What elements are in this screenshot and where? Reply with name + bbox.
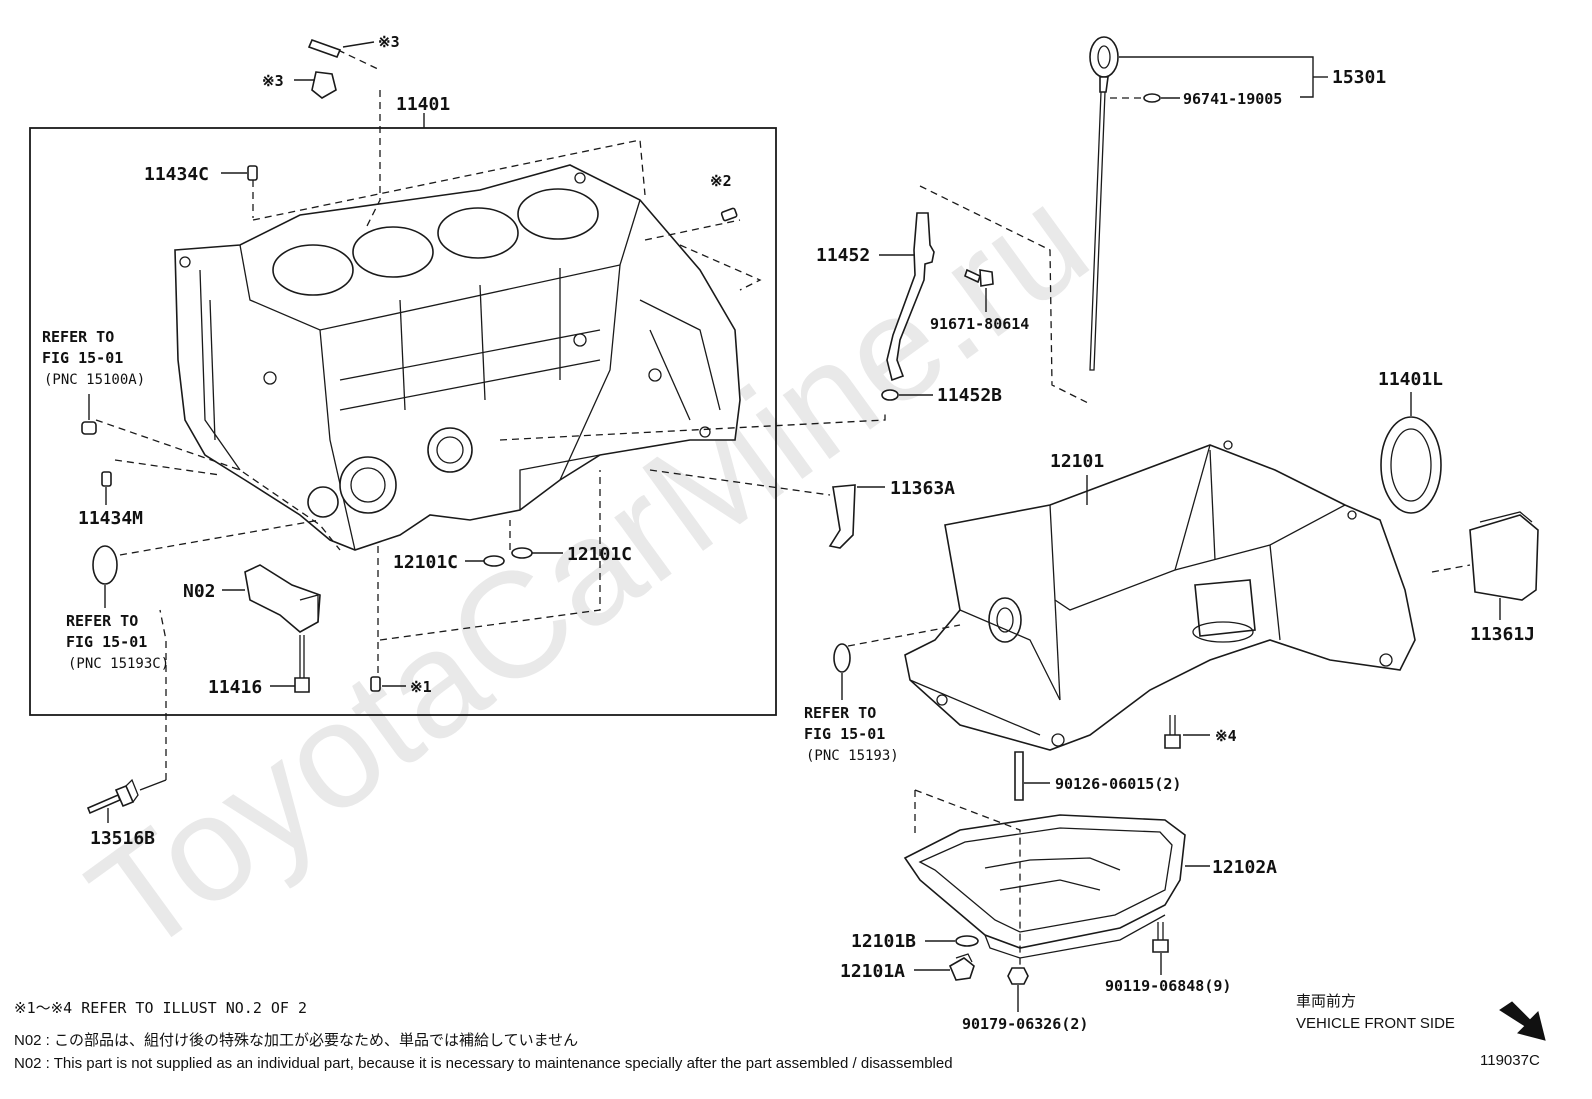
refer-15193-line1: REFER TO [804, 704, 876, 722]
label-note-2: ※2 [710, 172, 732, 190]
label-12101B: 12101B [851, 931, 916, 952]
refer-15100A-line3: (PNC 15100A) [44, 372, 145, 388]
oil-level-gauge-guide-11452 [879, 185, 1089, 404]
oil-seal-11401L [1380, 392, 1442, 514]
note-n02-english: N02 : This part is not supplied as an in… [14, 1055, 953, 1072]
label-12101: 12101 [1050, 451, 1104, 472]
label-12101A: 12101A [840, 961, 905, 982]
nut-90179 [1007, 967, 1029, 1012]
label-note-4: ※4 [1215, 727, 1237, 745]
direction-japanese: 車両前方 [1296, 993, 1356, 1010]
bolt-4 [1164, 715, 1210, 749]
pin-2 [720, 207, 738, 222]
pin-1 [370, 676, 406, 692]
gasket-ring-refer-15193 [833, 643, 851, 700]
refer-15193C-line1: REFER TO [66, 612, 138, 630]
label-90126-06015: 90126-06015(2) [1055, 775, 1181, 793]
label-15301: 15301 [1332, 67, 1386, 88]
label-11434C: 11434C [144, 164, 209, 185]
bolt-91671 [964, 268, 994, 312]
label-note-3-stud: ※3 [378, 33, 400, 51]
dowel-13516B [86, 778, 167, 823]
illustration-id: 119037C [1480, 1052, 1540, 1069]
label-12101C-left: 12101C [393, 552, 458, 573]
refer-15100A-line1: REFER TO [42, 328, 114, 346]
label-12102A: 12102A [1212, 857, 1277, 878]
label-13516B: 13516B [90, 828, 155, 849]
refer-15193-line2: FIG 15-01 [804, 725, 885, 743]
note-n02-japanese: N02 : この部品は、組付け後の特殊な加工が必要なため、単品では補給していませ… [14, 1032, 578, 1049]
label-11401L: 11401L [1378, 369, 1443, 390]
refer-15193C-line3: (PNC 15193C) [68, 656, 169, 672]
label-11416: 11416 [208, 677, 262, 698]
label-11434M: 11434M [78, 508, 143, 529]
label-11452B: 11452B [937, 385, 1002, 406]
cap-N02 [222, 564, 321, 633]
pin-refer-15100A [81, 394, 97, 435]
stud-3 [307, 38, 375, 59]
refer-15193-line3: (PNC 15193) [806, 748, 899, 764]
direction-english: VEHICLE FRONT SIDE [1296, 1015, 1455, 1032]
oil-pan-upper-12101 [904, 440, 1416, 751]
label-note-1: ※1 [410, 678, 432, 696]
gasket-ring-refer-15193C [92, 545, 118, 608]
plug-3 [294, 71, 337, 99]
stud-90126 [1014, 751, 1050, 801]
bolt-11416 [270, 635, 310, 693]
label-11363A: 11363A [890, 478, 955, 499]
label-12101C-right: 12101C [567, 544, 632, 565]
cylinder-block [174, 164, 741, 551]
note-refer-illust: ※1～※4 REFER TO ILLUST NO.2 OF 2 [14, 999, 307, 1017]
gasket-12101B [925, 935, 979, 947]
vehicle-front-arrow-icon [1499, 1001, 1546, 1041]
label-91671-80614: 91671-80614 [930, 315, 1029, 333]
stiffener-11363A [828, 484, 885, 549]
label-note-3-plug: ※3 [262, 72, 284, 90]
label-90119-06848: 90119-06848(9) [1105, 977, 1231, 995]
label-11401: 11401 [396, 94, 450, 115]
pin-11434M [101, 471, 112, 505]
oil-pan-lower-12102A [903, 814, 1210, 959]
label-90179-06326: 90179-06326(2) [962, 1015, 1088, 1033]
o-rings-12101C [465, 547, 563, 567]
refer-15100A-line2: FIG 15-01 [42, 349, 123, 367]
label-11452: 11452 [816, 245, 870, 266]
bolt-90119 [1152, 922, 1169, 975]
pin-11434C [221, 165, 258, 181]
group-frame-11401 [29, 127, 777, 716]
label-96741-19005: 96741-19005 [1183, 90, 1282, 108]
oil-level-gauge-15301 [1089, 36, 1328, 371]
refer-15193C-line2: FIG 15-01 [66, 633, 147, 651]
cover-11361J [1431, 511, 1539, 620]
drain-plug-12101A [914, 953, 975, 981]
label-N02: N02 [183, 581, 216, 602]
label-11361J: 11361J [1470, 624, 1535, 645]
